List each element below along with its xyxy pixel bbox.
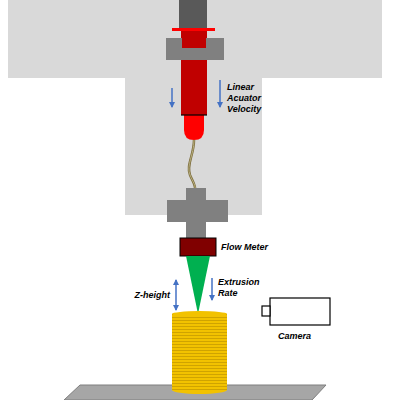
z-height-label: Z-height bbox=[112, 290, 170, 301]
camera-label: Camera bbox=[278, 331, 328, 342]
flow-meter-label: Flow Meter bbox=[221, 242, 291, 253]
actuator-label: Linear Acuator Velocity bbox=[227, 82, 275, 114]
extrusion-rate-label: Extrusion Rate bbox=[218, 277, 266, 299]
